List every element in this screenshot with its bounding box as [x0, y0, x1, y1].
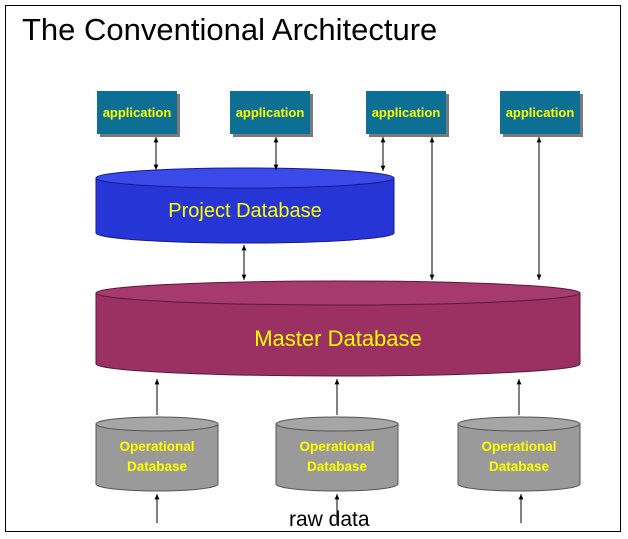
master-database-label: Master Database [254, 326, 422, 351]
application-box-4: application [500, 91, 580, 134]
operational-label-line1: Operational [119, 439, 195, 454]
application-box-3: application [366, 91, 446, 134]
operational-database-cylinder-1 [95, 416, 219, 492]
master-database-cylinder [95, 280, 581, 377]
operational-database-label-1: Operational Database [96, 437, 218, 477]
raw-data-label: raw data [289, 508, 370, 531]
operational-label-line1: Operational [481, 439, 557, 454]
operational-label-line2: Database [306, 459, 368, 474]
diagram-title: The Conventional Architecture [22, 12, 438, 47]
operational-label-line2: Database [126, 459, 188, 474]
project-database-label: Project Database [168, 200, 322, 222]
application-box-2: application [230, 91, 310, 134]
operational-database-label-3: Operational Database [458, 437, 580, 477]
application-box-1: application [97, 91, 177, 134]
project-database-cylinder [95, 167, 395, 244]
operational-label-line1: Operational [299, 439, 375, 454]
diagram-frame [5, 5, 621, 532]
operational-database-cylinder-3 [457, 416, 581, 492]
operational-label-line2: Database [488, 459, 550, 474]
operational-database-cylinder-2 [275, 416, 399, 492]
operational-database-label-2: Operational Database [276, 437, 398, 477]
